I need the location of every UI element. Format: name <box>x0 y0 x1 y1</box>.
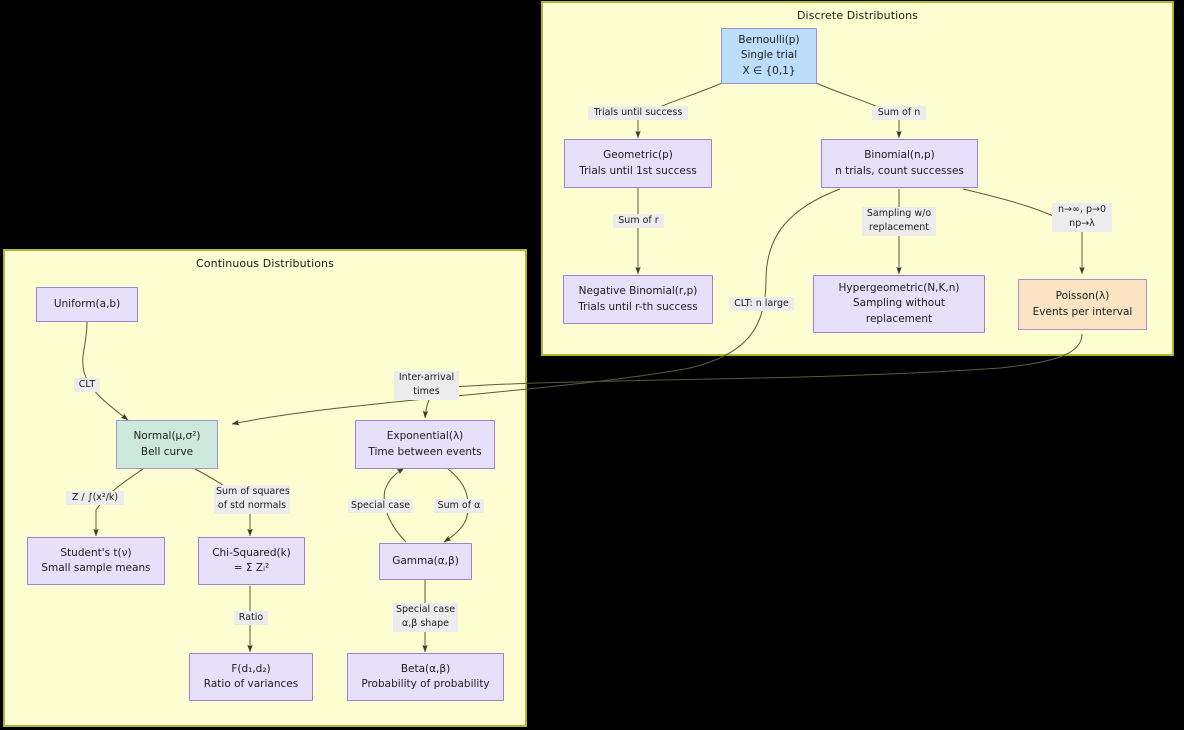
node-normal-line1: Normal(μ,σ²) <box>133 430 201 443</box>
node-beta-line2: Probability of probability <box>361 678 490 690</box>
node-f-distribution-line1: F(d₁,d₂) <box>231 662 271 675</box>
node-binomial-line2: n trials, count successes <box>835 164 964 177</box>
node-negative-binomial-line1: Negative Binomial(r,p) <box>578 285 698 298</box>
node-beta-line1: Beta(α,β) <box>400 662 451 675</box>
node-hypergeometric-line3: replacement <box>865 312 933 325</box>
node-hypergeometric[interactable]: Hypergeometric(N,K,n) Sampling without r… <box>813 275 985 333</box>
edge-label-sum-of-n: Sum of n <box>872 106 926 121</box>
edge-label-z-over-chi: Z / ∫(x²/k) <box>66 491 124 506</box>
node-student-t[interactable]: Student's t(ν) Small sample means <box>27 537 165 585</box>
node-exponential-line2: Time between events <box>368 445 482 458</box>
edge-label-clt: CLT <box>74 378 100 393</box>
edge-label-sum-of-alpha: Sum of α <box>434 499 484 514</box>
edge-label-sampling-wo-replacement: Sampling w/o replacement <box>862 207 936 236</box>
node-geometric[interactable]: Geometric(p) Trials until 1st success <box>564 139 712 188</box>
edge-label-clt-n-large: CLT: n large <box>729 297 794 312</box>
node-poisson-line2: Events per interval <box>1032 305 1133 318</box>
node-binomial-line1: Binomial(n,p) <box>864 149 935 162</box>
node-gamma-line1: Gamma(α,β) <box>392 554 459 567</box>
node-uniform-line1: Uniform(a,b) <box>53 297 121 310</box>
edge-label-special-case-left: Special case <box>348 499 413 514</box>
node-exponential[interactable]: Exponential(λ) Time between events <box>355 420 495 469</box>
edge-label-trials-until-success: Trials until success <box>588 106 688 121</box>
node-negative-binomial[interactable]: Negative Binomial(r,p) Trials until r-th… <box>563 275 713 324</box>
node-f-distribution-line2: Ratio of variances <box>203 678 299 690</box>
node-student-t-line1: Student's t(ν) <box>60 546 132 559</box>
node-negative-binomial-line2: Trials until r-th success <box>578 300 698 313</box>
node-chi-squared[interactable]: Chi-Squared(k) = Σ Zᵢ² <box>198 537 305 585</box>
node-chi-squared-line2: = Σ Zᵢ² <box>233 562 270 574</box>
node-bernoulli[interactable]: Bernoulli(p) Single trial X ∈ {0,1} <box>721 28 817 84</box>
node-normal-line2: Bell curve <box>140 445 194 458</box>
node-hypergeometric-line2: Sampling without <box>853 297 945 310</box>
node-geometric-line1: Geometric(p) <box>603 149 673 162</box>
edge-label-poisson-limit: n→∞, p→0 np→λ <box>1052 203 1112 232</box>
node-gamma[interactable]: Gamma(α,β) <box>379 543 472 580</box>
node-bernoulli-line2: Single trial <box>740 49 798 62</box>
node-exponential-line1: Exponential(λ) <box>386 430 464 443</box>
edge-label-sum-of-r: Sum of r <box>613 214 664 229</box>
edge-label-inter-arrival-times: Inter-arrival times <box>394 371 459 400</box>
node-hypergeometric-line1: Hypergeometric(N,K,n) <box>838 282 960 295</box>
node-f-distribution[interactable]: F(d₁,d₂) Ratio of variances <box>189 653 313 701</box>
node-beta[interactable]: Beta(α,β) Probability of probability <box>347 653 504 701</box>
panel-discrete-title: Discrete Distributions <box>796 9 919 22</box>
node-poisson[interactable]: Poisson(λ) Events per interval <box>1018 279 1147 330</box>
edge-label-sum-of-squares: Sum of squares of std normals <box>214 485 290 514</box>
node-uniform[interactable]: Uniform(a,b) <box>36 287 138 322</box>
node-bernoulli-line1: Bernoulli(p) <box>738 34 800 47</box>
node-student-t-line2: Small sample means <box>41 562 151 574</box>
node-bernoulli-line3: X ∈ {0,1} <box>742 64 796 77</box>
node-normal[interactable]: Normal(μ,σ²) Bell curve <box>116 420 218 469</box>
panel-continuous-title: Continuous Distributions <box>196 257 334 270</box>
node-binomial[interactable]: Binomial(n,p) n trials, count successes <box>821 139 978 188</box>
node-chi-squared-line1: Chi-Squared(k) <box>212 546 291 559</box>
node-geometric-line2: Trials until 1st success <box>579 164 697 177</box>
node-poisson-line1: Poisson(λ) <box>1055 290 1110 303</box>
edge-label-special-case-shape: Special case α,β shape <box>393 603 458 632</box>
edge-label-ratio: Ratio <box>234 611 268 626</box>
